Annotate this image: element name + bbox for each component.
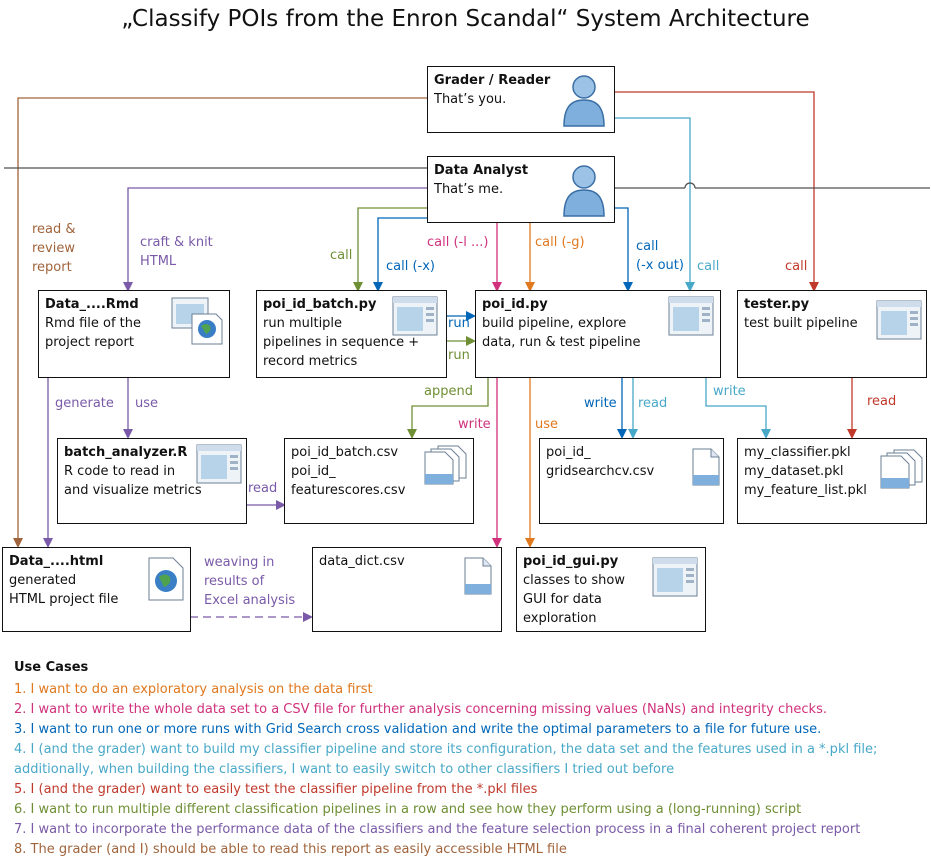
edge-call-x-out (612, 207, 633, 292)
label-call-l: call (-l ...) (427, 235, 489, 250)
node-desc: run multiple pipelines in sequence + rec… (263, 316, 420, 369)
edge-append (407, 377, 489, 439)
use-case-item: 5. I (and the grader) want to easily tes… (14, 782, 538, 797)
label-call-cyan: call (697, 259, 720, 274)
label-read-purple: read (248, 481, 278, 496)
application-window-icon (196, 444, 242, 484)
label-write-blue: write (584, 396, 617, 411)
node-desc: poi_id_batch.csv poi_id_ featurescores.c… (291, 445, 406, 498)
node-desc: That’s you. (434, 92, 507, 107)
label-call-x-out: call (-x out) (636, 239, 684, 273)
label-read-red: read (867, 394, 897, 409)
label-use-purple: use (135, 396, 159, 411)
label-write-cyan: write (713, 384, 746, 399)
label-call-batch: call (330, 248, 353, 263)
label-run-olive: run (448, 348, 470, 363)
label-craft-knit: craft & knit HTML (140, 235, 213, 269)
label-run-blue: run (448, 316, 470, 331)
application-window-icon (392, 296, 438, 336)
node-desc: my_classifier.pkl my_dataset.pkl my_feat… (744, 445, 867, 498)
node-desc: Rmd file of the project report (45, 316, 142, 350)
edge-call-red (614, 91, 819, 292)
label-read-cyan: read (638, 396, 668, 411)
label-call-red: call (785, 259, 808, 274)
edge-call-x (373, 217, 450, 292)
use-case-item: 7. I want to incorporate the performance… (14, 822, 861, 837)
label-append: append (424, 384, 473, 399)
use-case-item: 1. I want to do an exploratory analysis … (14, 682, 373, 697)
multiple-documents-icon (880, 449, 923, 489)
label-call-g: call (-g) (535, 235, 585, 250)
node-title: Grader / Reader (434, 73, 551, 88)
user-icon (563, 165, 605, 217)
label-generate: generate (55, 396, 114, 411)
multiple-documents-icon (424, 445, 467, 485)
node-desc: poi_id_ gridsearchcv.csv (546, 445, 655, 479)
node-title: poi_id_gui.py (523, 554, 619, 569)
use-case-item: 2. I want to write the whole data set to… (14, 702, 827, 717)
diagram-title: „Classify POIs from the Enron Scandal“ S… (121, 6, 810, 32)
node-desc: generated HTML project file (9, 573, 119, 607)
use-case-item: 8. The grader (and I) should be able to … (14, 842, 567, 857)
document-icon (692, 448, 720, 486)
node-title: batch_analyzer.R (64, 445, 188, 460)
node-title: tester.py (744, 297, 810, 312)
label-write-magenta: write (458, 417, 491, 432)
edge-craft-knit (123, 187, 428, 292)
label-call-x: call (-x) (386, 259, 435, 274)
label-read-review: read & review report (32, 222, 76, 275)
node-batch-csv: poi_id_batch.csv poi_id_ featurescores.c… (284, 438, 474, 524)
globe-icon (148, 557, 184, 601)
label-use-orange: use (535, 417, 559, 432)
edge-read-review (13, 97, 428, 548)
node-title: Data Analyst (434, 163, 529, 178)
use-case-item: 3. I want to run one or more runs with G… (14, 722, 822, 737)
document-icon (464, 557, 492, 595)
application-window-icon (668, 296, 714, 336)
edge-write-cyan (705, 377, 771, 439)
use-case-item: 4. I (and the grader) want to build my c… (14, 742, 878, 777)
edge-call-batch (353, 207, 428, 292)
edge-call-cyan (614, 117, 695, 292)
user-icon (563, 75, 605, 127)
node-desc: test built pipeline (744, 316, 858, 331)
node-desc: That’s me. (434, 182, 504, 197)
node-desc: data_dict.csv (319, 554, 405, 569)
node-title: Data_....html (9, 554, 104, 569)
use-cases-list: 1. I want to do an exploratory analysis … (14, 680, 877, 860)
use-cases-heading: Use Cases (14, 660, 89, 675)
node-title: Data_....Rmd (45, 297, 139, 312)
document-globe-icon (171, 297, 223, 345)
application-window-icon (652, 557, 698, 597)
label-weaving: weaving in results of Excel analysis (204, 555, 296, 608)
node-title: poi_id_batch.py (263, 297, 377, 312)
node-desc: R code to read in and visualize metrics (64, 464, 202, 498)
use-case-item: 6. I want to run multiple different clas… (14, 802, 802, 817)
node-desc: classes to show GUI for data exploration (523, 573, 625, 626)
application-window-icon (876, 300, 922, 340)
node-desc: build pipeline, explore data, run & test… (482, 316, 641, 350)
node-title: poi_id.py (482, 297, 548, 312)
